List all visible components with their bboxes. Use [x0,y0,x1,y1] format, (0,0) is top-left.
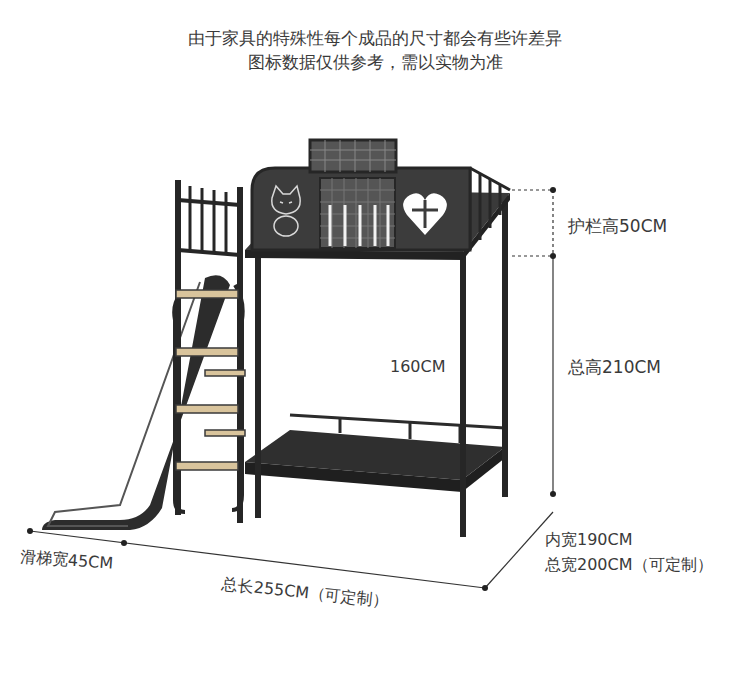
dimension-label: 总长255CM（可定制） [219,574,392,612]
dimension-label: 160CM [388,357,448,377]
note-line: 由于家具的特殊性每个成品的尺寸都会有些许差异 [186,28,564,48]
dimension-label: 护栏高50CM [566,216,669,236]
dimension-label: 滑梯宽45CM [17,547,116,574]
dimension-label: 内宽190CM [543,530,635,550]
dimension-label: 总高210CM [566,357,663,377]
dimension-label: 总宽200CM（可定制） [543,555,715,575]
note-line: 图标数据仅供参考，需以实物为准 [246,52,505,72]
